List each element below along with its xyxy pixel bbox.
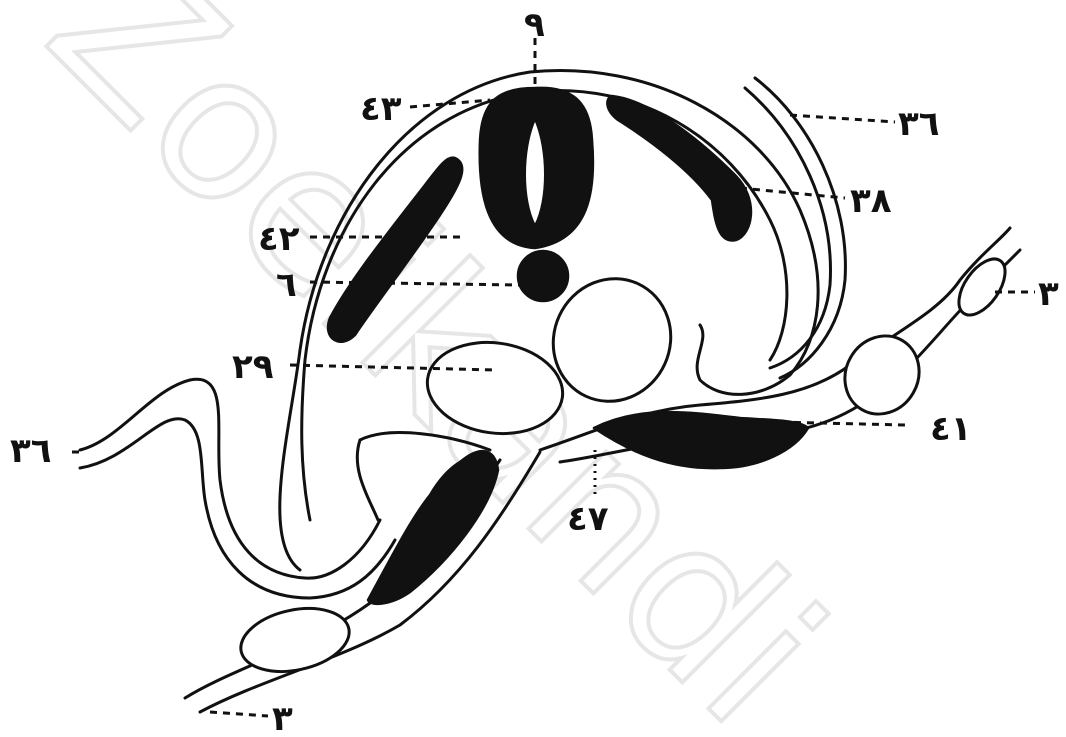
label-6: ٦ [276,265,297,305]
label-41: ٤١ [930,409,972,449]
label-9: ٩ [524,5,545,45]
label-43: ٤٣ [360,89,402,129]
label-38: ٣٨ [850,181,892,221]
neural-tube [480,88,593,248]
label-36-left: ٣٦ [10,431,52,471]
label-36-right: ٣٦ [898,104,940,144]
vessel-bottom [235,599,355,681]
label-3-bottom: ٣ [272,699,293,737]
right-somite [607,96,751,240]
label-47: ٤٧ [567,499,609,539]
label-3-right: ٣ [1038,274,1059,314]
notochord [518,251,568,301]
label-29: ٢٩ [232,347,274,387]
label-42: ٤٢ [258,219,300,259]
